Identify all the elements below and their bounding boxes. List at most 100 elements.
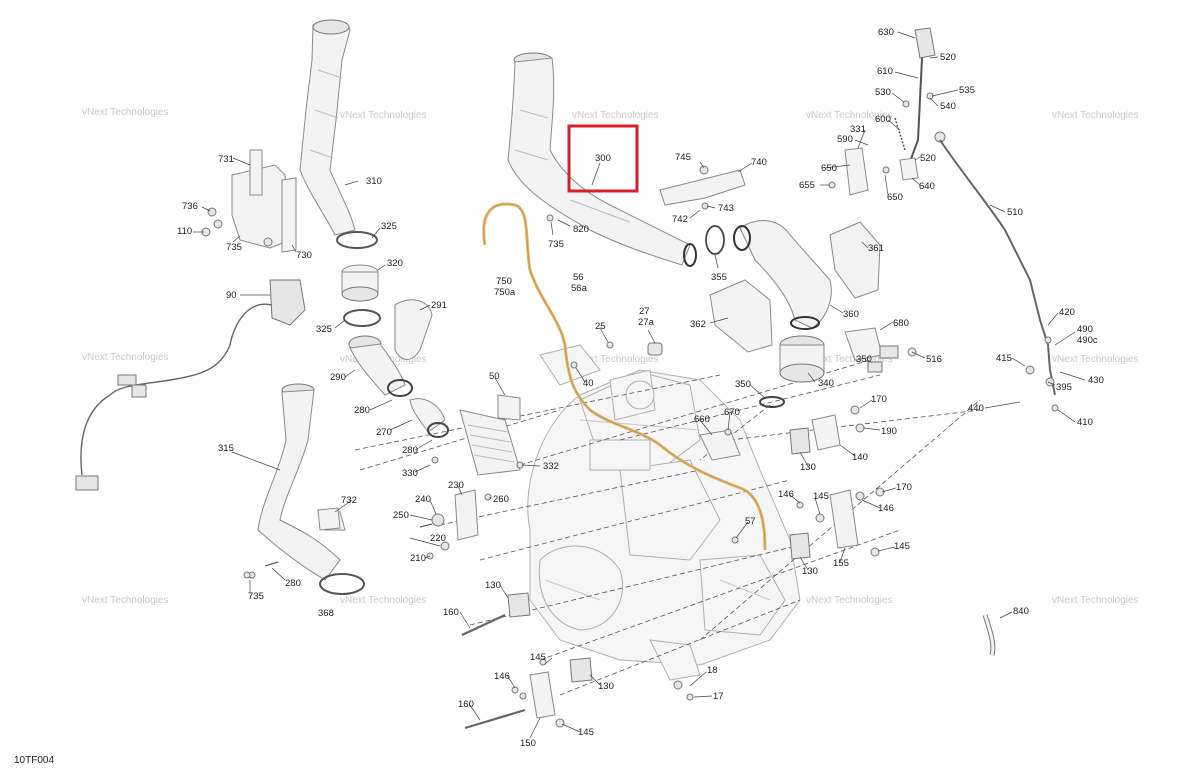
callout-270[interactable]: 270 bbox=[376, 427, 392, 438]
callout-735-b[interactable]: 735 bbox=[548, 239, 564, 250]
callout-516[interactable]: 516 bbox=[926, 354, 942, 365]
callout-90[interactable]: 90 bbox=[226, 290, 237, 301]
callout-680[interactable]: 680 bbox=[893, 318, 909, 329]
callout-395[interactable]: 395 bbox=[1056, 382, 1072, 393]
callout-730[interactable]: 730 bbox=[296, 250, 312, 261]
callout-520-a[interactable]: 520 bbox=[940, 52, 956, 63]
callout-735-c[interactable]: 735 bbox=[248, 591, 264, 602]
callout-291[interactable]: 291 bbox=[431, 300, 447, 311]
callout-361[interactable]: 361 bbox=[868, 243, 884, 254]
callout-170-a[interactable]: 170 bbox=[871, 394, 887, 405]
callout-362[interactable]: 362 bbox=[690, 319, 706, 330]
callout-160-b[interactable]: 160 bbox=[458, 699, 474, 710]
callout-140[interactable]: 140 bbox=[852, 452, 868, 463]
callout-745[interactable]: 745 bbox=[675, 152, 691, 163]
callout-56[interactable]: 56 bbox=[573, 272, 584, 283]
callout-280-b[interactable]: 280 bbox=[402, 445, 418, 456]
callout-27[interactable]: 27 bbox=[639, 306, 650, 317]
callout-731[interactable]: 731 bbox=[218, 154, 234, 165]
callout-840[interactable]: 840 bbox=[1013, 606, 1029, 617]
callout-331[interactable]: 331 bbox=[850, 124, 866, 135]
callout-146-c[interactable]: 146 bbox=[494, 671, 510, 682]
callout-732[interactable]: 732 bbox=[341, 495, 357, 506]
callout-510[interactable]: 510 bbox=[1007, 207, 1023, 218]
callout-145-a[interactable]: 145 bbox=[813, 491, 829, 502]
callout-630[interactable]: 630 bbox=[878, 27, 894, 38]
callout-146-b[interactable]: 146 bbox=[878, 503, 894, 514]
callout-743[interactable]: 743 bbox=[718, 203, 734, 214]
callout-520-b[interactable]: 520 bbox=[920, 153, 936, 164]
callout-430[interactable]: 430 bbox=[1088, 375, 1104, 386]
callout-420[interactable]: 420 bbox=[1059, 307, 1075, 318]
callout-27a[interactable]: 27a bbox=[638, 317, 655, 328]
callout-736[interactable]: 736 bbox=[182, 201, 198, 212]
callout-130-b[interactable]: 130 bbox=[802, 566, 818, 577]
callout-650-a[interactable]: 650 bbox=[821, 163, 837, 174]
callout-350-b[interactable]: 350 bbox=[856, 354, 872, 365]
callout-110[interactable]: 110 bbox=[177, 226, 192, 237]
callout-325-a[interactable]: 325 bbox=[381, 221, 397, 232]
callout-130-d[interactable]: 130 bbox=[598, 681, 614, 692]
callout-670[interactable]: 670 bbox=[724, 407, 740, 418]
callout-735-a[interactable]: 735 bbox=[226, 242, 242, 253]
callout-590[interactable]: 590 bbox=[837, 134, 853, 145]
callout-750a[interactable]: 750a bbox=[494, 287, 516, 298]
callout-56a[interactable]: 56a bbox=[571, 283, 588, 294]
callout-315[interactable]: 315 bbox=[218, 443, 234, 454]
callout-57[interactable]: 57 bbox=[745, 516, 756, 527]
callout-742[interactable]: 742 bbox=[672, 214, 688, 225]
callout-415[interactable]: 415 bbox=[996, 353, 1012, 364]
callout-300[interactable]: 300 bbox=[595, 153, 611, 164]
callout-540[interactable]: 540 bbox=[940, 101, 956, 112]
callout-820[interactable]: 820 bbox=[573, 224, 589, 235]
callout-340[interactable]: 340 bbox=[818, 378, 834, 389]
callout-210[interactable]: 210 bbox=[410, 553, 426, 564]
callout-260[interactable]: 260 bbox=[493, 494, 509, 505]
callout-325-b[interactable]: 325 bbox=[316, 324, 332, 335]
callout-240[interactable]: 240 bbox=[415, 494, 431, 505]
callout-17[interactable]: 17 bbox=[713, 691, 724, 702]
callout-332[interactable]: 332 bbox=[543, 461, 559, 472]
callout-600[interactable]: 600 bbox=[875, 114, 891, 125]
callout-655[interactable]: 655 bbox=[799, 180, 815, 191]
callout-130-a[interactable]: 130 bbox=[800, 462, 816, 473]
callout-280-a[interactable]: 280 bbox=[354, 405, 370, 416]
callout-640[interactable]: 640 bbox=[919, 181, 935, 192]
callout-220[interactable]: 220 bbox=[430, 533, 446, 544]
callout-410[interactable]: 410 bbox=[1077, 417, 1093, 428]
callout-535[interactable]: 535 bbox=[959, 85, 975, 96]
callout-530[interactable]: 530 bbox=[875, 87, 891, 98]
callout-40[interactable]: 40 bbox=[583, 378, 594, 389]
callout-740[interactable]: 740 bbox=[751, 157, 767, 168]
callout-610[interactable]: 610 bbox=[877, 66, 893, 77]
callout-50[interactable]: 50 bbox=[489, 371, 500, 382]
callout-145-c[interactable]: 145 bbox=[530, 652, 546, 663]
callout-230[interactable]: 230 bbox=[448, 480, 464, 491]
callout-355[interactable]: 355 bbox=[711, 272, 727, 283]
callout-250[interactable]: 250 bbox=[393, 510, 409, 521]
callout-290[interactable]: 290 bbox=[330, 372, 346, 383]
callout-360[interactable]: 360 bbox=[843, 309, 859, 320]
callout-145-b[interactable]: 145 bbox=[894, 541, 910, 552]
callout-660[interactable]: 660 bbox=[694, 414, 710, 425]
callout-280-c[interactable]: 280 bbox=[285, 578, 301, 589]
callout-160-a[interactable]: 160 bbox=[443, 607, 459, 618]
callout-146-a[interactable]: 146 bbox=[778, 489, 794, 500]
callout-368[interactable]: 368 bbox=[318, 608, 334, 619]
callout-145-d[interactable]: 145 bbox=[578, 727, 594, 738]
callout-25[interactable]: 25 bbox=[595, 321, 606, 332]
callout-490[interactable]: 490 bbox=[1077, 324, 1093, 335]
callout-150[interactable]: 150 bbox=[520, 738, 536, 749]
callout-130-c[interactable]: 130 bbox=[485, 580, 501, 591]
callout-490c[interactable]: 490c bbox=[1077, 335, 1098, 346]
callout-750[interactable]: 750 bbox=[496, 276, 512, 287]
callout-350-a[interactable]: 350 bbox=[735, 379, 751, 390]
callout-18[interactable]: 18 bbox=[707, 665, 718, 676]
callout-155[interactable]: 155 bbox=[833, 558, 849, 569]
callout-320[interactable]: 320 bbox=[387, 258, 403, 269]
callout-330[interactable]: 330 bbox=[402, 468, 418, 479]
callout-170-b[interactable]: 170 bbox=[896, 482, 912, 493]
callout-310[interactable]: 310 bbox=[366, 176, 382, 187]
callout-440[interactable]: 440 bbox=[968, 403, 984, 414]
callout-650-b[interactable]: 650 bbox=[887, 192, 903, 203]
